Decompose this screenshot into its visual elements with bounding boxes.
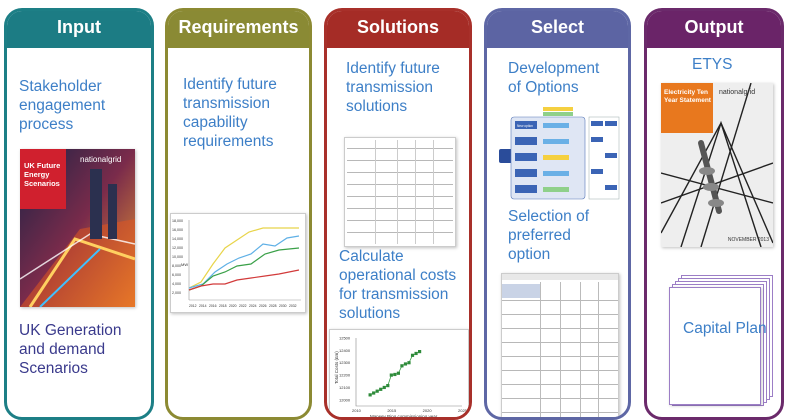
etys-cover-brand: nationalgrid — [719, 89, 756, 96]
cost-xtick: 2025 — [458, 408, 468, 413]
req-xtick: 2026 — [259, 304, 267, 308]
column-header-solutions: Solutions — [327, 11, 469, 48]
cost-data-point — [393, 372, 397, 377]
req-ytick: 12,000 — [172, 246, 183, 250]
column-header-requirements: Requirements — [168, 11, 309, 48]
selection-table-thumbnail — [501, 273, 619, 417]
flow-stack-icon — [499, 149, 513, 163]
cost-data-point — [396, 371, 400, 375]
req-line-blue — [188, 235, 300, 289]
cost-data-point — [375, 389, 379, 393]
cost-data-point — [414, 351, 418, 356]
flow-box-label: New option — [517, 124, 533, 128]
cost-ytick: 12500 — [339, 336, 351, 341]
capital-plan-label: Capital Plan — [683, 320, 767, 337]
cost-data-point — [372, 391, 376, 395]
cost-data-point — [418, 350, 422, 354]
req-xtick: 2028 — [269, 304, 277, 308]
cost-axes — [355, 338, 462, 407]
solutions-cost-chart: 12500 12400 12300 12200 12100 12000 2010 2015 20… — [329, 329, 469, 419]
req-ytick: 8,000 — [172, 264, 181, 268]
req-xtick: 2018 — [219, 304, 227, 308]
cost-data-point — [379, 387, 383, 391]
req-ytick: 16,000 — [172, 228, 183, 232]
options-flow-diagram: New option — [499, 107, 623, 201]
req-xtick: 2022 — [239, 304, 247, 308]
column-output: Output ETYS nationalgrid Electricity Ten… — [644, 8, 784, 420]
cost-ytick: 12200 — [339, 373, 351, 378]
req-line-green — [188, 247, 300, 291]
flow-box — [515, 121, 537, 129]
req-ytick: 10,000 — [172, 255, 183, 259]
req-ytick: 2,000 — [172, 291, 181, 295]
solutions-table-thumbnail — [344, 137, 456, 247]
req-xtick: 2024 — [249, 304, 257, 308]
req-xtick: 2014 — [199, 304, 207, 308]
column-header-input: Input — [7, 11, 151, 48]
req-xtick: 2032 — [289, 304, 297, 308]
cost-data-point — [386, 384, 390, 388]
cost-data-point — [389, 373, 393, 377]
column-header-select: Select — [487, 11, 628, 48]
fes-cover-brand: nationalgrid — [80, 155, 122, 164]
cost-data-point — [400, 364, 404, 368]
req-line-yellow — [188, 227, 299, 289]
cost-data-point — [410, 353, 415, 357]
req-xtick: 2020 — [229, 304, 237, 308]
cost-ylabel: Total Costs (£m) — [334, 351, 339, 384]
cost-xlabel: Marwey Ring commissioning year — [370, 414, 438, 419]
req-xtick: 2012 — [189, 304, 197, 308]
req-ytick: 6,000 — [172, 273, 181, 277]
cost-ytick: 12000 — [339, 397, 351, 402]
cost-ytick: 12100 — [339, 385, 351, 390]
cost-xtick: 2010 — [352, 408, 362, 413]
req-line-red — [188, 269, 300, 291]
cost-data-point — [382, 385, 386, 390]
column-header-output: Output — [647, 11, 781, 48]
cost-xtick: 2020 — [423, 408, 433, 413]
req-ytick: 14,000 — [172, 237, 183, 241]
cost-data-point — [407, 361, 411, 365]
output-text-etys: ETYS — [692, 56, 733, 73]
cost-data-point — [368, 393, 372, 397]
req-xtick: 2016 — [209, 304, 217, 308]
req-xtick: 2030 — [279, 304, 287, 308]
req-ytick: 18,000 — [172, 219, 183, 223]
capital-plan-stack: Capital Plan — [669, 275, 773, 406]
cost-ytick: 12300 — [339, 360, 351, 365]
etys-cover-date: NOVEMBER 2013 — [727, 237, 769, 243]
req-ytick: 4,000 — [172, 282, 181, 286]
capability-chart-thumbnail: 18,000 16,000 14,000 12,000 10,000 8,000… — [170, 213, 306, 313]
cost-data-point — [403, 362, 408, 366]
cost-xtick: 2015 — [387, 408, 397, 413]
req-ylabel: MW — [181, 262, 188, 267]
cost-ytick: 12400 — [339, 348, 351, 353]
